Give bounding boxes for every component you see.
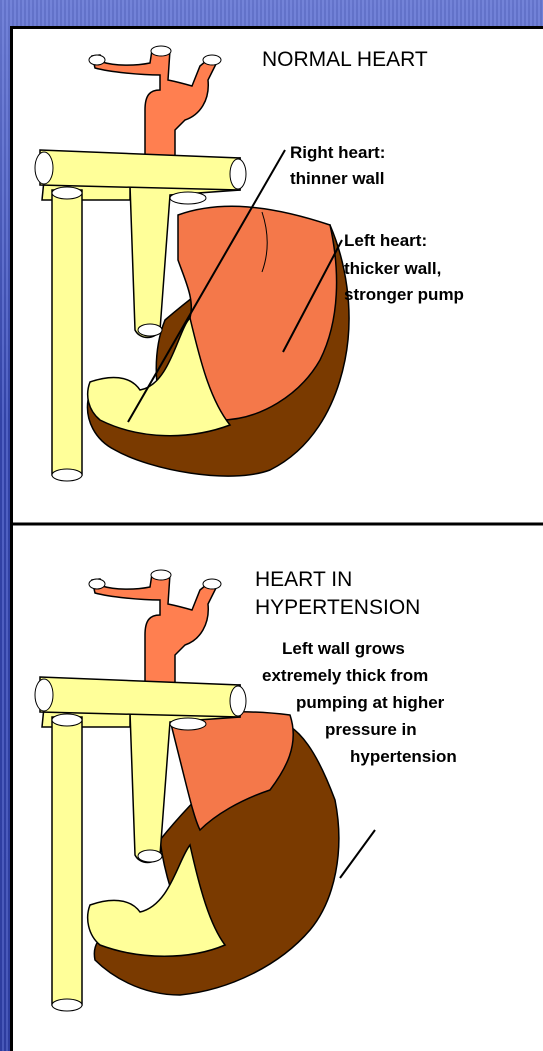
hypertension-title-line-2: HYPERTENSION [255, 596, 420, 619]
left-heart-label-line-3: stronger pump [344, 285, 464, 304]
left-wall-label-line-3: pumping at higher [296, 693, 445, 712]
normal-heart-figure [35, 46, 349, 481]
left-heart-label-line-1: Left heart: [344, 231, 427, 250]
left-wall-label-line-2: extremely thick from [262, 666, 428, 685]
left-wall-pointer [340, 830, 375, 878]
hypertension-heart-figure [35, 570, 375, 1011]
left-wall-label-line-4: pressure in [325, 720, 417, 739]
left-heart-label-line-2: thicker wall, [344, 259, 441, 278]
hypertension-title-line-1: HEART IN [255, 568, 352, 591]
left-wall-label-line-5: hypertension [350, 747, 457, 766]
normal-heart-title: NORMAL HEART [262, 48, 428, 71]
right-heart-label-line-1: Right heart: [290, 143, 385, 162]
left-wall-label-line-1: Left wall grows [282, 639, 405, 658]
right-heart-label-line-2: thinner wall [290, 169, 384, 188]
